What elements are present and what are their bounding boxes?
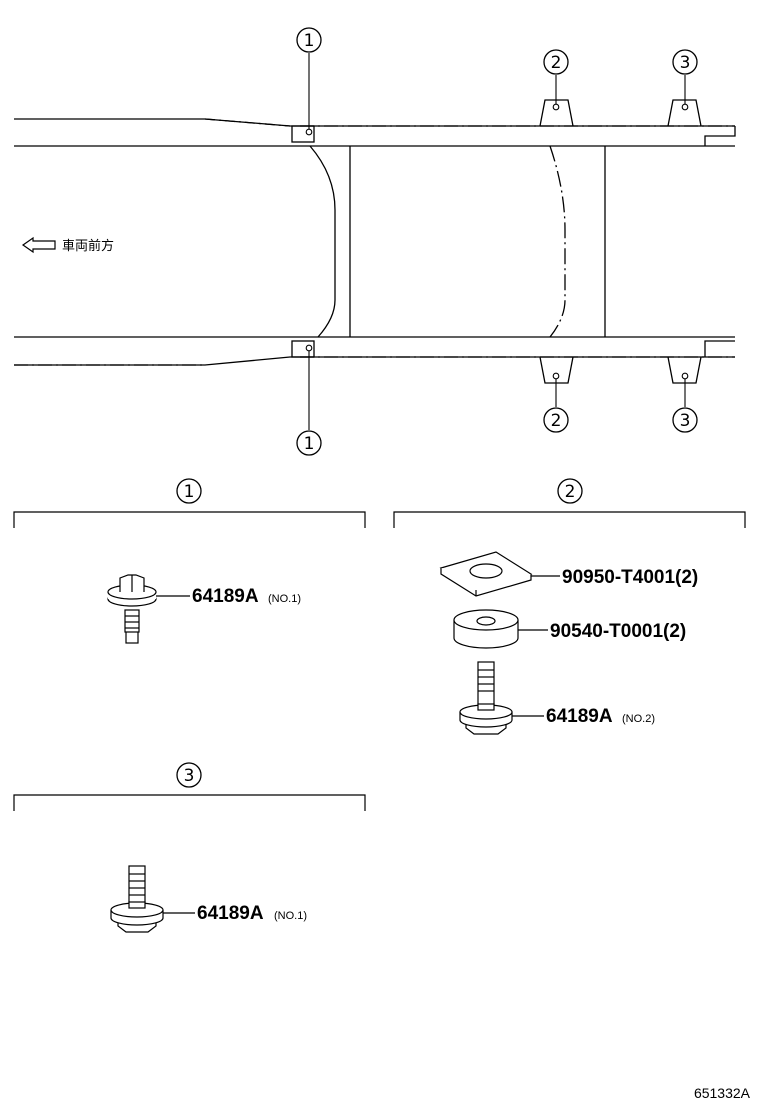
drawing-reference-number: 651332A	[694, 1085, 751, 1101]
frame-rail-lower	[14, 336, 735, 366]
front-crossmember	[309, 145, 336, 338]
svg-text:1: 1	[304, 434, 315, 454]
vehicle-front-direction: 車両前方	[21, 236, 114, 254]
callout-top-1: 1	[296, 27, 322, 53]
svg-text:3: 3	[680, 411, 691, 431]
flange-bolt-icon	[110, 865, 164, 933]
part-number: 64189A	[197, 903, 264, 924]
spacer-icon	[453, 609, 519, 649]
part-number: 90950-T4001(2)	[562, 567, 698, 588]
section-1: 1 64189A (NO.1)	[13, 478, 366, 644]
svg-text:2: 2	[565, 482, 576, 502]
section-3: 3 64189A (NO.1)	[13, 762, 366, 933]
part-number: 64189A	[192, 586, 259, 607]
rear-crossmember	[549, 145, 566, 338]
svg-text:車両前方: 車両前方	[62, 238, 114, 254]
section-2: 2 90950-T4001(2) 90540-T0001(2)	[393, 478, 746, 735]
flange-bolt-icon	[459, 661, 513, 735]
svg-text:1: 1	[304, 31, 315, 51]
arrow-left-icon	[21, 236, 56, 254]
callout-top-3: 3	[672, 49, 698, 75]
frame-rail-upper	[14, 118, 735, 147]
vehicle-frame	[14, 99, 736, 384]
square-washer-icon	[439, 551, 533, 597]
svg-text:3: 3	[680, 53, 691, 73]
svg-text:1: 1	[184, 482, 195, 502]
callout-bottom-3: 3	[672, 407, 698, 433]
part-note: (NO.1)	[268, 593, 301, 605]
part-number: 90540-T0001(2)	[550, 621, 686, 642]
part-note: (NO.2)	[622, 713, 655, 725]
callout-bottom-1: 1	[296, 430, 322, 456]
svg-text:3: 3	[184, 766, 195, 786]
flange-bolt-icon	[107, 574, 157, 644]
part-note: (NO.1)	[274, 910, 307, 922]
part-number: 64189A	[546, 706, 613, 727]
callout-top-2: 2	[543, 49, 569, 75]
svg-text:2: 2	[551, 53, 562, 73]
callout-bottom-2: 2	[543, 407, 569, 433]
svg-text:2: 2	[551, 411, 562, 431]
